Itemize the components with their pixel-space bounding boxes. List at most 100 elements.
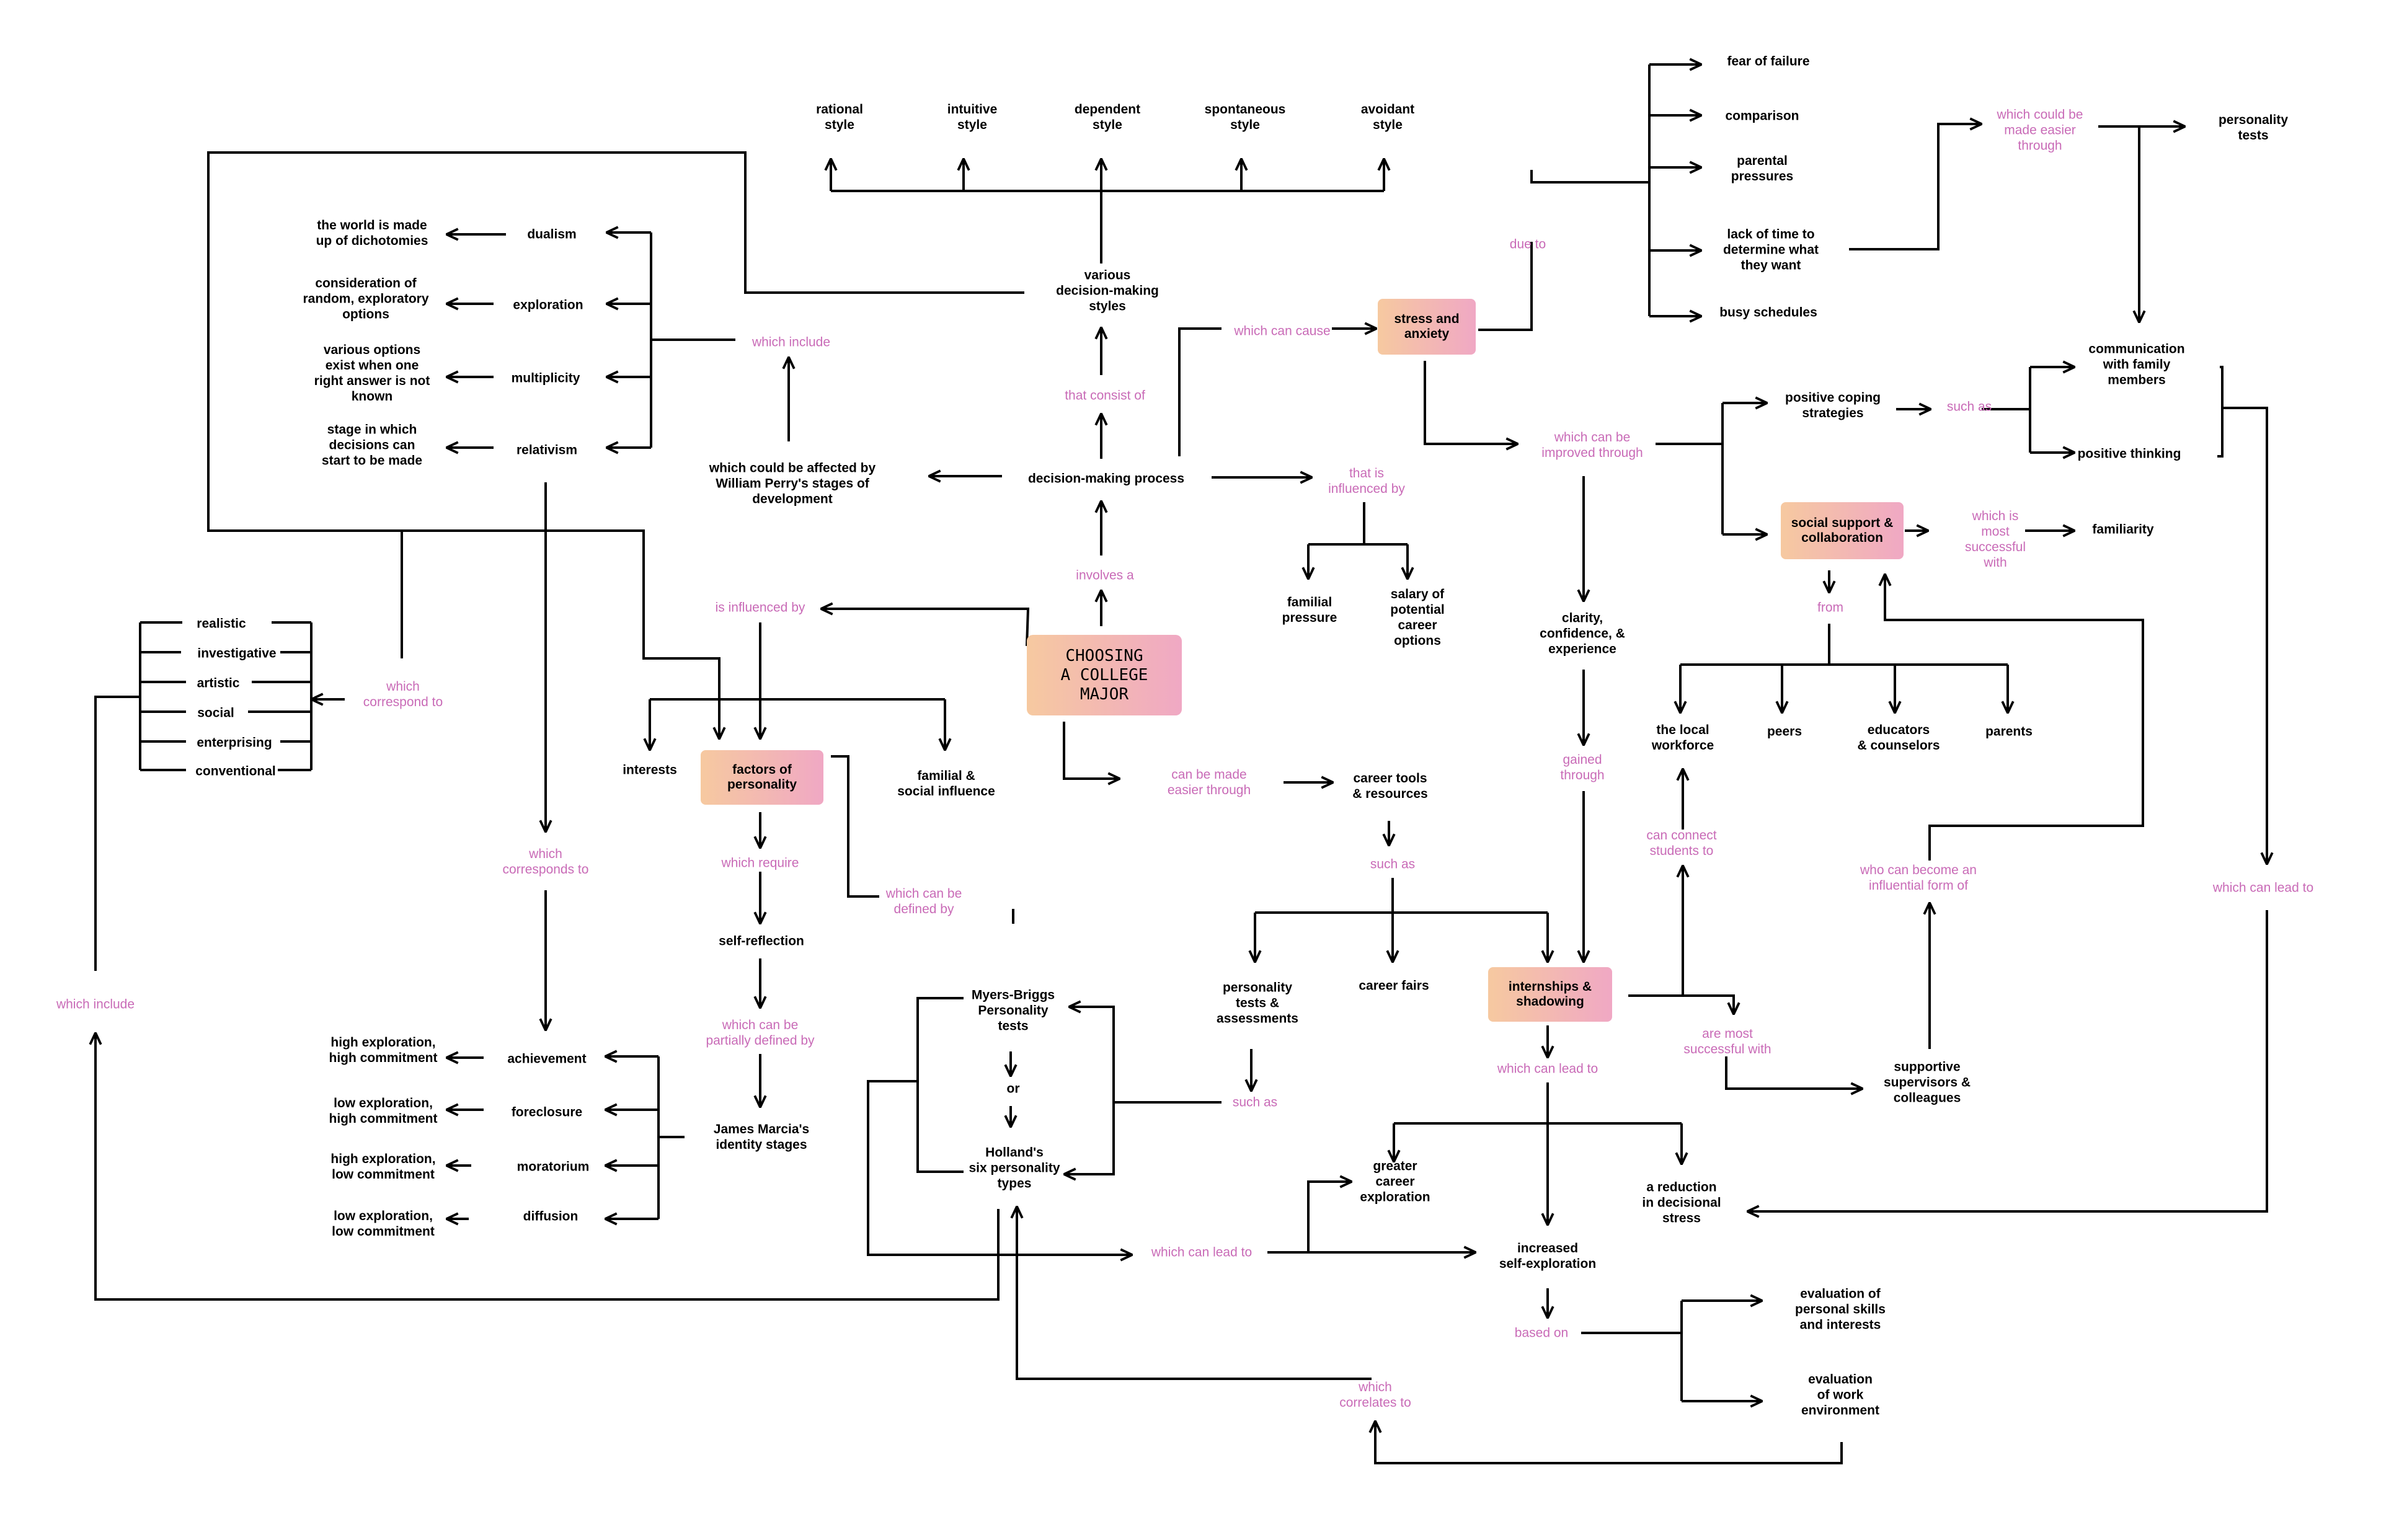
node-dependent-style: dependent style — [1074, 102, 1141, 132]
node-salary: salary of potential career options — [1390, 587, 1445, 648]
link-correlates-to: which correlates to — [1339, 1380, 1411, 1410]
node-realistic: realistic — [197, 616, 246, 631]
node-myers-briggs: Myers-Briggs Personality tests — [971, 988, 1055, 1033]
node-foreclosure: foreclosure — [511, 1105, 583, 1120]
link-from: from — [1817, 600, 1843, 615]
node-social: social — [197, 706, 234, 720]
link-gained-through: gained through — [1560, 753, 1605, 782]
link-can-connect: can connect students to — [1646, 828, 1717, 858]
node-perry-stages: which could be affected by William Perry… — [709, 461, 876, 507]
node-positive-coping: positive coping strategies — [1785, 391, 1881, 420]
root-concept: CHOOSING A COLLEGE MAJOR — [1027, 635, 1182, 715]
node-diffusion-desc: low exploration, low commitment — [332, 1209, 435, 1239]
concept-social-support: social support & collaboration — [1781, 502, 1904, 559]
node-investigative: investigative — [197, 646, 277, 661]
link-improved-through: which can be improved through — [1541, 430, 1643, 460]
link-which-require: which require — [721, 856, 799, 870]
concept-stress-anxiety: stress and anxiety — [1378, 299, 1476, 355]
node-or: or — [1006, 1081, 1020, 1096]
node-artistic: artistic — [197, 676, 240, 691]
node-eval-environment: evaluation of work environment — [1801, 1372, 1880, 1418]
link-which-include-left: which include — [56, 997, 135, 1012]
node-exploration-desc: consideration of random, exploratory opt… — [303, 276, 429, 322]
link-that-consist-of: that consist of — [1065, 388, 1145, 403]
node-achievement: achievement — [507, 1051, 587, 1066]
link-based-on: based on — [1514, 1325, 1569, 1340]
link-partially-defined: which can be partially defined by — [706, 1018, 815, 1048]
link-correspond-to: which correspond to — [363, 679, 443, 709]
node-clarity-confidence: clarity, confidence, & experience — [1540, 611, 1625, 657]
node-intuitive-style: intuitive style — [947, 102, 998, 132]
link-can-be-defined: which can be defined by — [885, 887, 962, 916]
node-james-marcia: James Marcia's identity stages — [713, 1122, 810, 1152]
node-lack-of-time: lack of time to determine what they want — [1723, 227, 1819, 273]
node-relativism-desc: stage in which decisions can start to be… — [321, 422, 423, 468]
node-moratorium: moratorium — [517, 1159, 590, 1174]
link-most-successful-with-2: are most successful with — [1683, 1027, 1771, 1056]
node-self-reflection: self-reflection — [719, 934, 804, 949]
node-familiarity: familiarity — [2092, 522, 2154, 537]
link-such-as-tools: such as — [1370, 857, 1416, 872]
node-reduction-stress: a reduction in decisional stress — [1642, 1180, 1721, 1226]
link-corresponds-to: which corresponds to — [502, 847, 589, 877]
node-familial-pressure: familial pressure — [1282, 595, 1337, 625]
link-which-can-cause: which can cause — [1234, 324, 1331, 339]
node-greater-exploration: greater career exploration — [1360, 1159, 1430, 1205]
node-peers: peers — [1767, 724, 1802, 739]
link-can-lead-to-bottom: which can lead to — [1151, 1245, 1253, 1260]
concept-factors-of-personality: factors of personality — [701, 750, 823, 805]
node-achievement-desc: high exploration, high commitment — [329, 1035, 438, 1065]
node-eval-skills: evaluation of personal skills and intere… — [1795, 1286, 1886, 1332]
node-diffusion: diffusion — [523, 1209, 579, 1224]
link-such-as-coping: such as — [1946, 399, 1992, 414]
node-tests-assessments: personality tests & assessments — [1217, 980, 1298, 1026]
node-moratorium-desc: high exploration, low commitment — [330, 1152, 436, 1182]
node-familial-social: familial & social influence — [897, 769, 995, 799]
node-positive-thinking: positive thinking — [2077, 446, 2181, 461]
node-personality-tests-top: personality tests — [2218, 113, 2289, 143]
node-various-styles: various decision-making styles — [1056, 268, 1159, 314]
node-multiplicity: multiplicity — [511, 371, 580, 386]
node-comparison: comparison — [1725, 108, 1799, 123]
link-is-influenced-by: is influenced by — [715, 600, 805, 615]
concept-internships-shadowing: internships & shadowing — [1488, 967, 1612, 1022]
link-due-to: due to — [1509, 237, 1546, 252]
node-holland-types: Holland's six personality types — [969, 1145, 1060, 1191]
node-exploration: exploration — [513, 298, 583, 312]
node-avoidant-style: avoidant style — [1360, 102, 1415, 132]
node-foreclosure-desc: low exploration, high commitment — [329, 1096, 438, 1126]
node-communication-family: communication with family members — [2088, 342, 2185, 387]
node-multiplicity-desc: various options exist when one right ans… — [314, 343, 430, 404]
link-involves-a: involves a — [1076, 568, 1134, 583]
link-could-be-easier: which could be made easier through — [1997, 107, 2083, 153]
node-local-workforce: the local workforce — [1651, 723, 1714, 753]
link-such-as-tests: such as — [1232, 1095, 1278, 1110]
node-fear-of-failure: fear of failure — [1727, 54, 1810, 69]
node-supportive-supervisors: supportive supervisors & colleagues — [1883, 1060, 1971, 1105]
link-most-successful-with: which is most successful with — [1964, 509, 2026, 570]
node-educators-counselors: educators & counselors — [1857, 723, 1940, 753]
node-spontaneous-style: spontaneous style — [1204, 102, 1286, 132]
link-can-lead-to-right: which can lead to — [2212, 880, 2314, 895]
node-relativism: relativism — [516, 443, 578, 458]
link-can-lead-to-internships: which can lead to — [1497, 1061, 1598, 1076]
node-dualism-desc: the world is made up of dichotomies — [316, 218, 428, 248]
link-influential-form: who can become an influential form of — [1860, 863, 1977, 893]
node-career-tools: career tools & resources — [1352, 771, 1428, 801]
node-busy-schedules: busy schedules — [1719, 305, 1817, 320]
node-enterprising: enterprising — [197, 735, 272, 750]
node-interests: interests — [623, 763, 677, 777]
node-career-fairs: career fairs — [1359, 978, 1429, 993]
node-parents: parents — [1985, 724, 2033, 739]
link-which-include-perry: which include — [752, 335, 831, 350]
link-influenced-by: that is influenced by — [1328, 466, 1405, 496]
node-parental-pressures: parental pressures — [1731, 154, 1794, 184]
node-decision-making-process: decision-making process — [1027, 471, 1185, 486]
node-increased-self-exploration: increased self-exploration — [1499, 1241, 1597, 1271]
node-dualism: dualism — [527, 227, 577, 242]
node-rational-style: rational style — [816, 102, 863, 132]
link-made-easier: can be made easier through — [1167, 768, 1251, 797]
node-conventional: conventional — [195, 764, 276, 779]
